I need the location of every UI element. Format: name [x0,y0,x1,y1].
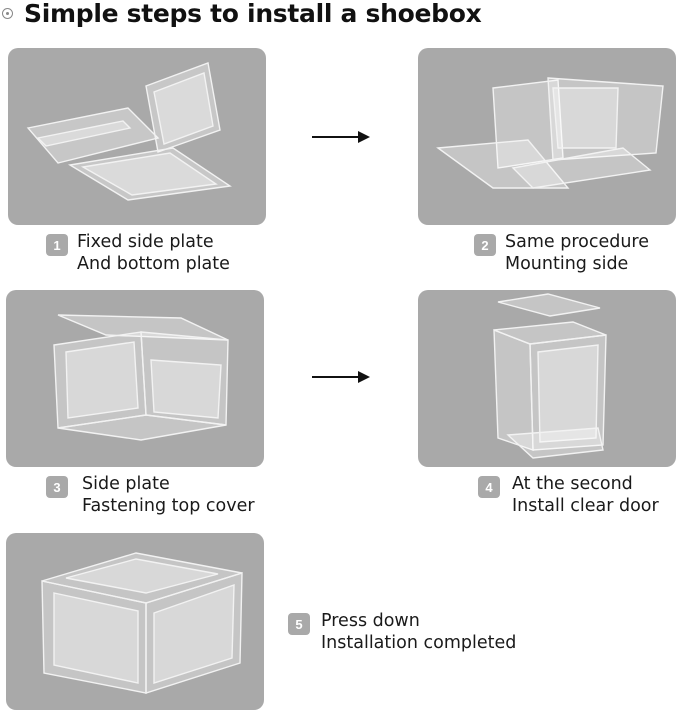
step-line: Fixed side plate [77,232,214,252]
step-number-badge: 4 [478,476,500,498]
step-line: Side plate [82,474,170,494]
shoebox-clear-door-illustration [493,293,607,459]
circle-dot-icon [2,8,13,19]
step-number-badge: 2 [474,234,496,256]
arrow-right-icon [312,131,370,143]
step-line: Same procedure [505,232,649,252]
shoebox-top-cover-illustration [53,314,229,441]
step-line: Fastening top cover [82,496,255,516]
step-2-image [418,48,676,225]
step-line: Mounting side [505,254,629,274]
step-4-caption: 4 At the second Install clear door [478,473,659,517]
arrow-right-icon [312,371,370,383]
step-number-badge: 1 [46,234,68,256]
step-number-badge: 3 [46,476,68,498]
step-1-caption: 1 Fixed side plate And bottom plate [46,231,230,275]
step-5-caption: 5 Press down Installation completed [288,610,516,654]
shoebox-sides-mounted-illustration [436,77,664,189]
step-1-image [8,48,266,225]
step-line: And bottom plate [77,254,230,274]
shoebox-parts-flat-illustration [26,62,232,201]
step-3-caption: 3 Side plate Fastening top cover [46,473,255,517]
step-line: Install clear door [512,496,659,516]
step-line: Installation completed [321,633,517,653]
shoebox-assembled-illustration [41,552,243,694]
step-line: At the second [512,474,633,494]
step-5-image [6,533,264,710]
page-title: Simple steps to install a shoebox [24,0,482,28]
step-4-image [418,290,676,467]
step-line: Press down [321,611,420,631]
step-number-badge: 5 [288,613,310,635]
step-3-image [6,290,264,467]
step-2-caption: 2 Same procedure Mounting side [474,231,649,275]
